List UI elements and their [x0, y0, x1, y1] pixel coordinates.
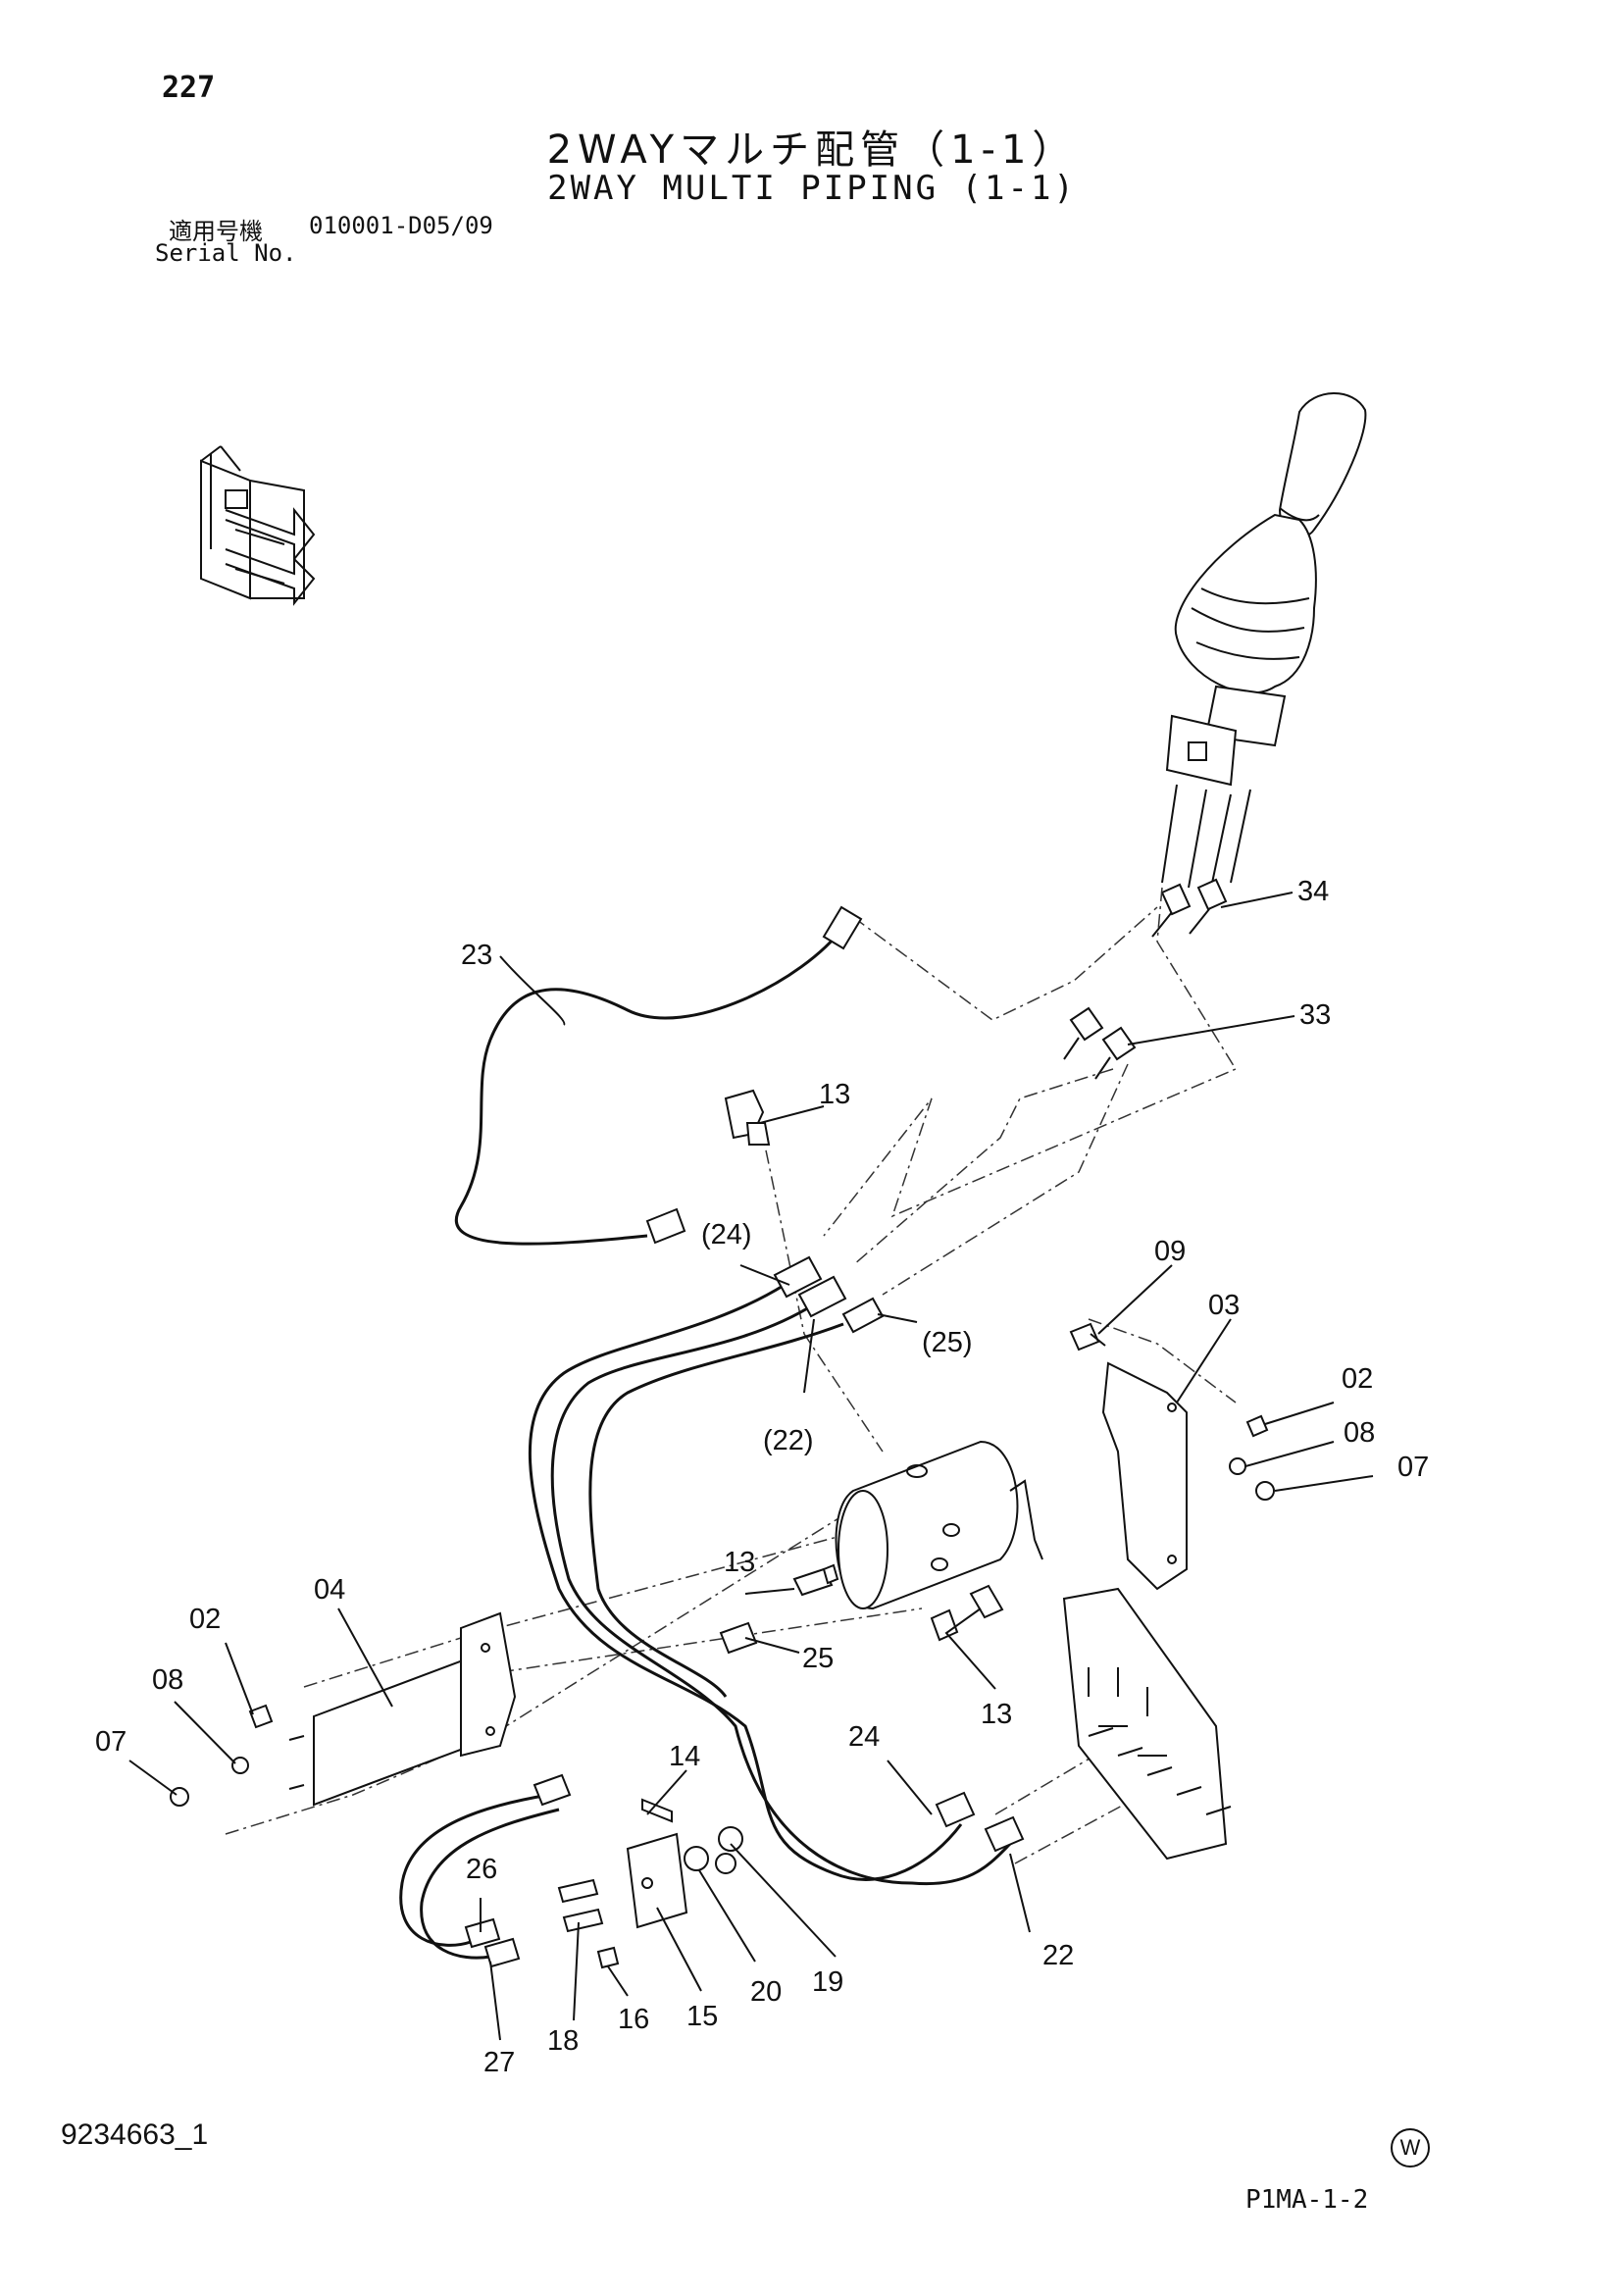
hose-bundle: [528, 1255, 1025, 1886]
pin-14: [641, 1798, 673, 1823]
page-title-en: 2WAY MULTI PIPING (1-1): [547, 169, 1077, 208]
fittings-13-lower: [930, 1584, 1004, 1642]
part-label-22: 22: [1042, 1940, 1074, 1971]
nuts-19-20: [684, 1826, 743, 1874]
part-label-09: 09: [1154, 1236, 1186, 1267]
part-label-07-right: 07: [1397, 1452, 1429, 1483]
page-title-jp: 2WAYマルチ配管（1-1）: [546, 128, 1078, 173]
part-label-15: 15: [686, 2001, 718, 2032]
rotary-valve-icon: [835, 1440, 1043, 1610]
part-label-22-ref: (22): [763, 1425, 814, 1456]
part-label-34: 34: [1297, 876, 1329, 907]
front-right-direction-icon: [200, 445, 316, 606]
part-label-16: 16: [618, 2004, 649, 2035]
part-label-13-center: 13: [724, 1547, 755, 1578]
page-number: 227: [162, 71, 216, 105]
elbow-fitting-13-top: [724, 1089, 771, 1146]
part-label-08-right: 08: [1344, 1417, 1375, 1449]
part-label-25-ref: (25): [922, 1327, 973, 1358]
elbow-fitting-33: [1063, 1006, 1137, 1080]
terminal-plate: [1062, 1587, 1232, 1861]
hoses-26-27: [399, 1773, 572, 1968]
w-mark-icon: W: [1391, 2128, 1430, 2168]
joystick-lever-icon: [1161, 392, 1367, 889]
elbow-fitting-34: [1151, 878, 1228, 938]
leader-lines: [128, 892, 1374, 2041]
drawing-number: 9234663_1: [61, 2118, 209, 2151]
serial-label-en: Serial No.: [155, 239, 297, 267]
serial-label-jp: 適用号機: [169, 218, 263, 245]
plate-15: [626, 1832, 688, 1929]
part-label-08-left: 08: [152, 1664, 183, 1696]
part-label-19: 19: [812, 1966, 843, 1998]
hardware-right: [1229, 1414, 1275, 1501]
fitting-25: [719, 1621, 758, 1655]
part-label-04: 04: [314, 1574, 345, 1606]
bracket-03: [1101, 1361, 1188, 1591]
part-label-13-top: 13: [819, 1079, 850, 1110]
part-label-02-left: 02: [189, 1604, 221, 1635]
part-label-26: 26: [466, 1854, 497, 1885]
part-label-33: 33: [1299, 999, 1331, 1031]
bracket-04: [288, 1611, 517, 1807]
serial-value: 010001-D05/09: [309, 212, 493, 239]
part-label-14: 14: [669, 1741, 700, 1772]
part-label-03: 03: [1208, 1290, 1240, 1321]
part-label-13-lower: 13: [981, 1699, 1012, 1730]
part-labels: 34 33 23 13 (24) (25) (22) 09 03 02 08 0…: [95, 876, 1429, 2078]
bolts-18-16: [557, 1878, 620, 1969]
part-label-27: 27: [483, 2047, 515, 2078]
part-label-24-ref: (24): [701, 1219, 752, 1250]
hose-23: [454, 905, 863, 1246]
bolt-09: [1069, 1322, 1106, 1352]
part-label-23: 23: [461, 940, 492, 971]
part-label-24: 24: [848, 1721, 880, 1753]
fitting-13-center: [792, 1563, 839, 1597]
page-code: P1MA-1-2: [1245, 2185, 1369, 2215]
part-label-07-left: 07: [95, 1726, 127, 1758]
part-label-25: 25: [802, 1643, 834, 1674]
hardware-left: [170, 1704, 274, 1807]
part-label-18: 18: [547, 2025, 579, 2057]
part-label-02-right: 02: [1342, 1363, 1373, 1395]
part-label-20: 20: [750, 1976, 782, 2008]
